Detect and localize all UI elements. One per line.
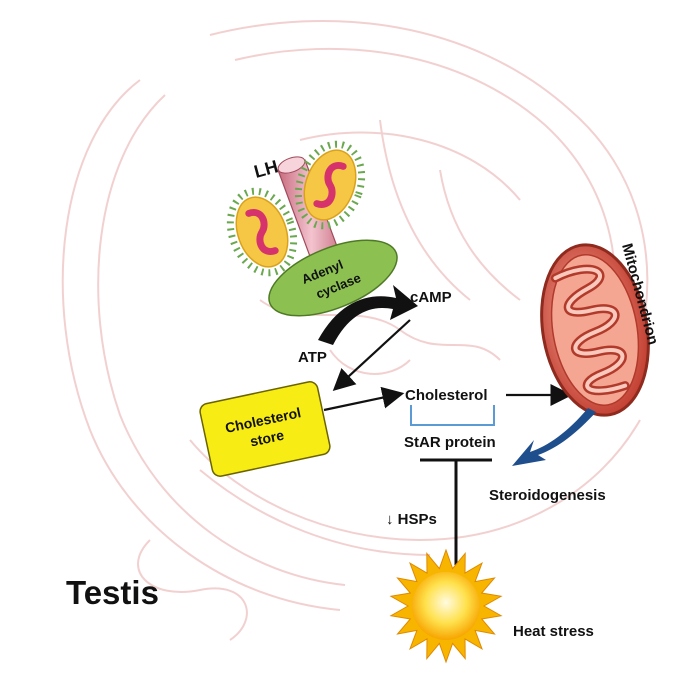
atp-to-camp-arrow bbox=[318, 285, 418, 345]
cholesterol-label: Cholesterol bbox=[405, 387, 488, 404]
sun-icon bbox=[389, 548, 503, 664]
atp-label: ATP bbox=[298, 349, 327, 366]
cholesterol-store: Cholesterol store bbox=[199, 381, 331, 477]
lh-molecule-right bbox=[294, 140, 366, 230]
star-protein-bracket bbox=[410, 405, 495, 426]
camp-label: cAMP bbox=[410, 289, 452, 306]
adenyl-cyclase: Adenyl cyclase bbox=[268, 239, 398, 317]
steroidogenesis-arrow bbox=[512, 408, 596, 466]
cholesterol-store-label-line2: store bbox=[249, 427, 286, 450]
heat-stress-inhibition-line bbox=[420, 458, 492, 565]
star-protein-label: StAR protein bbox=[404, 434, 496, 451]
hsps-label: ↓ HSPs bbox=[386, 511, 437, 528]
steroidogenesis-label: Steroidogenesis bbox=[489, 487, 606, 504]
heat-stress-label: Heat stress bbox=[513, 623, 594, 640]
testis-background-sketch bbox=[61, 19, 649, 641]
camp-to-store-arrow bbox=[332, 319, 411, 391]
lh-label: LH bbox=[252, 156, 280, 182]
mitochondrion-icon bbox=[540, 243, 650, 417]
testis-label: Testis bbox=[66, 574, 159, 611]
store-to-cholesterol-arrow bbox=[323, 386, 405, 412]
